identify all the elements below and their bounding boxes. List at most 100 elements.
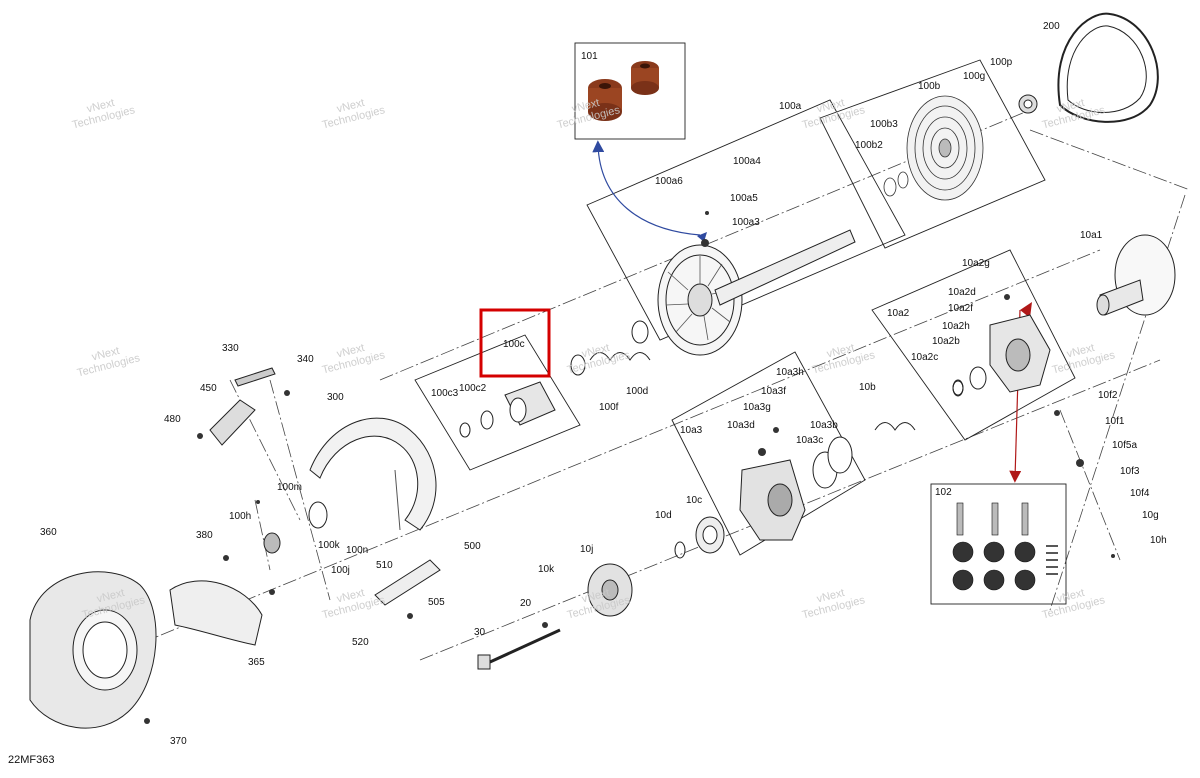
callout-480[interactable]: 480 [164,414,181,425]
frame-10a2 [871,249,1076,441]
part-100b-sheave [883,95,984,201]
frame-100b [819,59,1046,249]
part-330-strip [234,367,276,387]
callout-10a2g[interactable]: 10a2g [962,258,990,269]
callout-200[interactable]: 200 [1043,21,1060,32]
callout-10f2[interactable]: 10f2 [1098,390,1118,401]
callout-10a3f[interactable]: 10a3f [761,386,787,397]
callout-10a3d[interactable]: 10a3d [727,420,755,431]
callout-10f4[interactable]: 10f4 [1130,488,1150,499]
part-100n-washer [308,501,328,529]
part-10c-bearing [695,516,725,554]
callout-100b2[interactable]: 100b2 [855,140,883,151]
rings-100d-100f [570,320,964,559]
part-300-shroud [309,417,437,531]
callout-10a3g[interactable]: 10a3g [743,402,771,413]
callout-10a2[interactable]: 10a2 [887,308,910,319]
callout-100m[interactable]: 100m [277,482,303,493]
group-frames [414,42,1076,605]
part-30-bolt [477,628,561,670]
callout-10a3b[interactable]: 10a3b [810,420,838,431]
callout-365[interactable]: 365 [248,657,265,668]
callout-450[interactable]: 450 [200,383,217,394]
part-10a1-sheave [1096,234,1176,316]
callout-100d[interactable]: 100d [626,386,649,397]
callout-10a2h[interactable]: 10a2h [942,321,970,332]
callout-100p[interactable]: 100p [990,57,1013,68]
frame-10a3 [671,351,866,556]
callout-10f1[interactable]: 10f1 [1105,416,1125,427]
callout-10g[interactable]: 10g [1142,510,1159,521]
callout-10a3h[interactable]: 10a3h [776,367,804,378]
callout-101[interactable]: 101 [581,51,598,62]
callout-100c2[interactable]: 100c2 [459,383,487,394]
callout-102[interactable]: 102 [935,487,952,498]
callout-370[interactable]: 370 [170,736,187,747]
callout-100j[interactable]: 100j [331,565,350,576]
callout-100b3[interactable]: 100b3 [870,119,898,130]
highlight-box-100c [479,308,551,378]
callout-100a[interactable]: 100a [779,101,802,112]
callout-100g[interactable]: 100g [963,71,986,82]
part-100h [263,532,281,554]
callout-10b[interactable]: 10b [859,382,876,393]
part-10j-hub [587,563,633,617]
part-500-bracket [374,559,441,606]
callout-100h[interactable]: 100h [229,511,252,522]
callout-10a2d[interactable]: 10a2d [948,287,976,298]
callout-10h[interactable]: 10h [1150,535,1167,546]
callout-100c[interactable]: 100c [503,339,525,350]
callout-10d[interactable]: 10d [655,510,672,521]
part-100c-assembly [459,381,556,438]
callout-20[interactable]: 20 [520,598,532,609]
callout-330[interactable]: 330 [222,343,239,354]
frame-100c [414,334,581,471]
callout-10c[interactable]: 10c [686,495,703,506]
frame-100a [586,99,906,341]
callout-10j[interactable]: 10j [580,544,594,555]
part-100a-pulley [657,229,856,356]
callout-100b[interactable]: 100b [918,81,941,92]
callout-380[interactable]: 380 [196,530,213,541]
callout-10a1[interactable]: 10a1 [1080,230,1103,241]
callout-300[interactable]: 300 [327,392,344,403]
callout-505[interactable]: 505 [428,597,445,608]
part-101-image [588,61,659,121]
frame-102 [930,483,1067,605]
part-365-shield [169,580,263,646]
callout-100c3[interactable]: 100c3 [431,388,459,399]
callout-100a5[interactable]: 100a5 [730,193,758,204]
callout-10f5a[interactable]: 10f5a [1112,440,1138,451]
callout-100n[interactable]: 100n [346,545,369,556]
callout-510[interactable]: 510 [376,560,393,571]
part-450-bracket [209,399,256,446]
callout-340[interactable]: 340 [297,354,314,365]
callout-520[interactable]: 520 [352,637,369,648]
part-102-image [952,502,1058,591]
callout-10a3c[interactable]: 10a3c [796,435,824,446]
springs [589,352,916,431]
callout-500[interactable]: 500 [464,541,481,552]
part-360-cover [29,571,157,729]
callout-360[interactable]: 360 [40,527,57,538]
callout-10a2c[interactable]: 10a2c [911,352,939,363]
callout-30[interactable]: 30 [474,627,486,638]
frame-101 [574,42,686,140]
callout-100k[interactable]: 100k [318,540,340,551]
callout-100a3[interactable]: 100a3 [732,217,760,228]
callout-100a4[interactable]: 100a4 [733,156,761,167]
callout-10a2f[interactable]: 10a2f [948,303,974,314]
small-fasteners [144,211,1115,724]
callout-10f3[interactable]: 10f3 [1120,466,1140,477]
callout-10a3[interactable]: 10a3 [680,425,703,436]
part-200-belt [1057,12,1159,123]
diagram-code: 22MF363 [8,754,55,766]
callout-10a2b[interactable]: 10a2b [932,336,960,347]
callout-10k[interactable]: 10k [538,564,555,575]
part-10a2-spider [952,314,1051,397]
part-10a3-housing [739,436,853,541]
callout-100a6[interactable]: 100a6 [655,176,683,187]
callout-100f[interactable]: 100f [599,402,619,413]
